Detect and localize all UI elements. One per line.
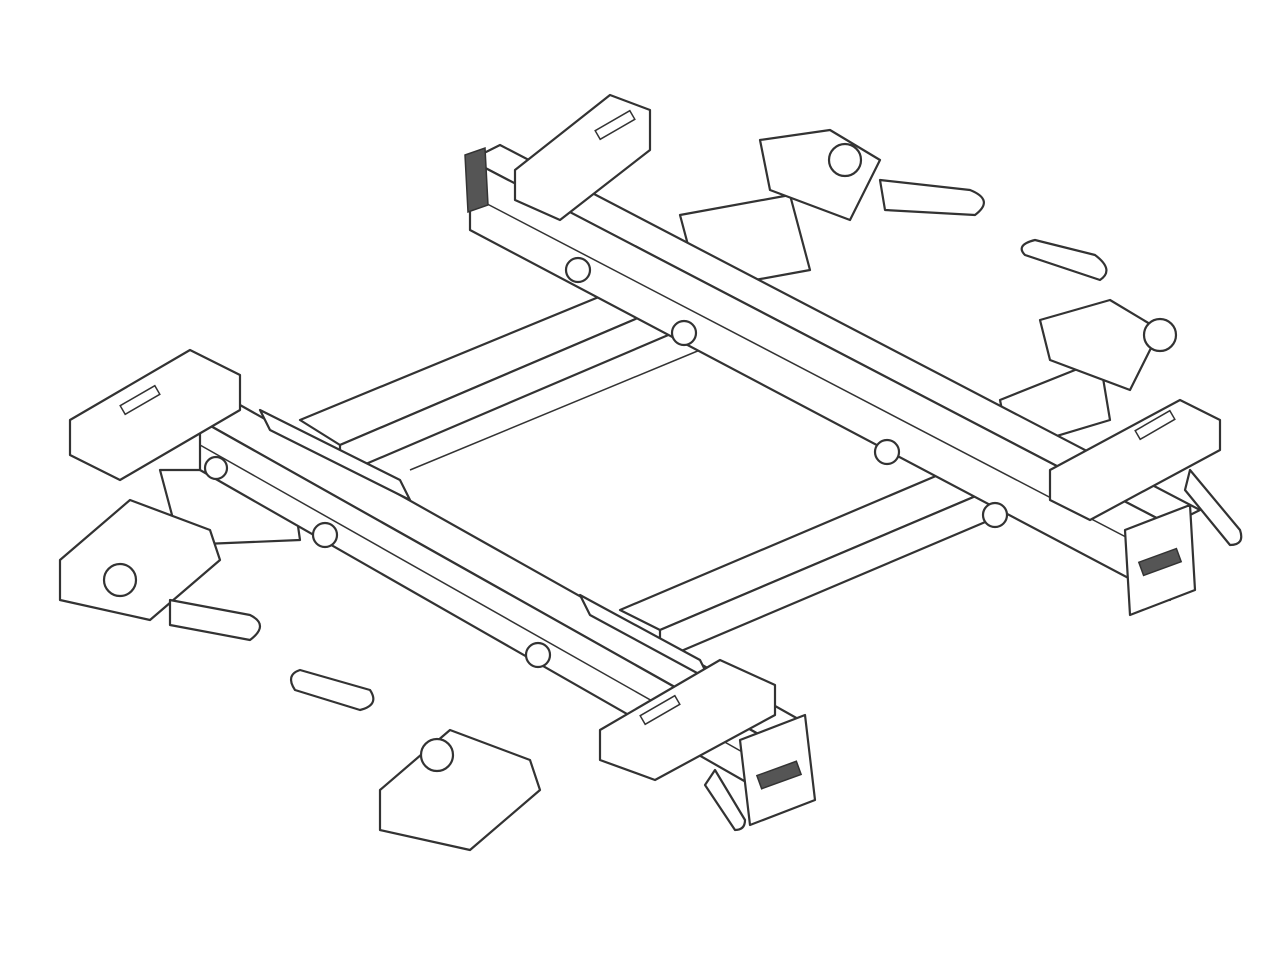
right-rail <box>618 468 992 662</box>
clamp-brackets <box>58 93 1222 852</box>
rear-end-cap <box>1123 503 1197 617</box>
levers <box>168 178 1243 832</box>
front-end-cap <box>738 713 817 827</box>
left-rail <box>298 278 701 477</box>
bolts <box>102 142 1178 773</box>
